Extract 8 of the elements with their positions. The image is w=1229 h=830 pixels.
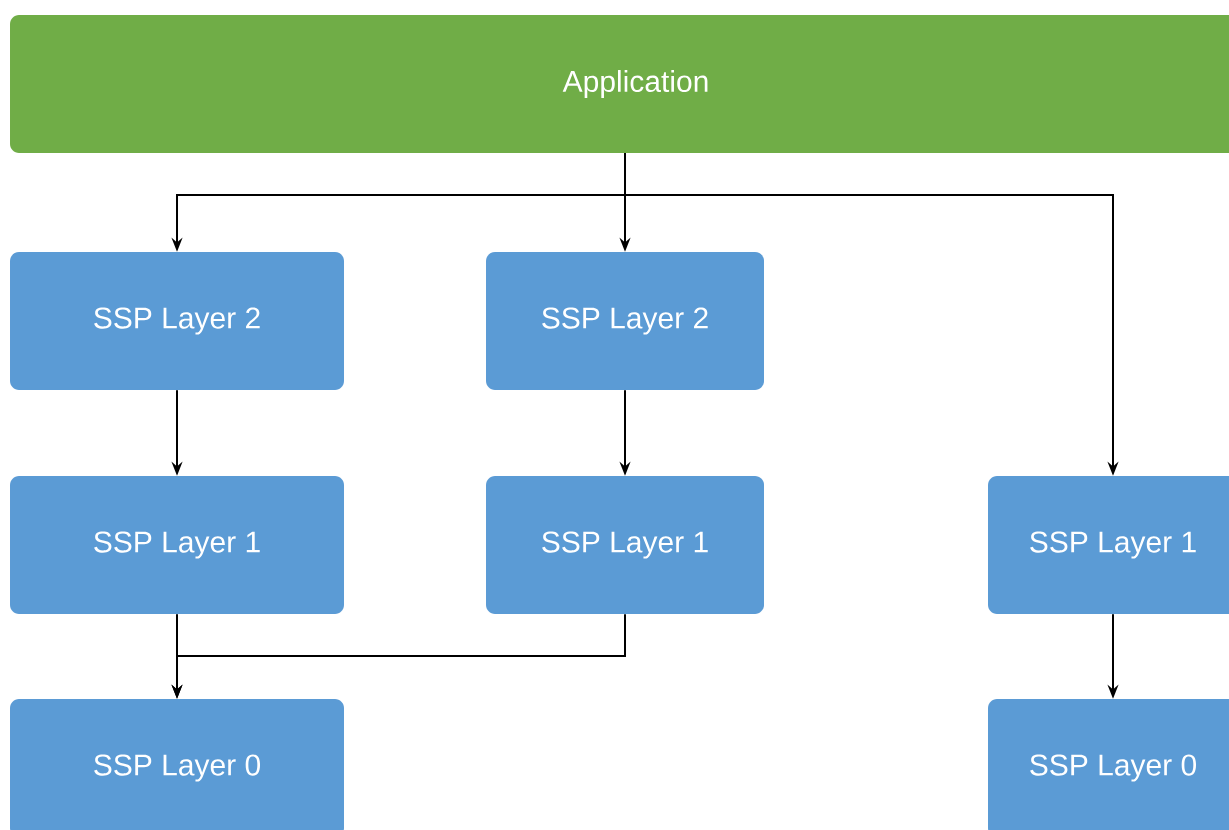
layer-box: SSP Layer 1 (10, 476, 344, 614)
layer-box: SSP Layer 0 (10, 699, 344, 830)
layer-box: SSP Layer 2 (10, 252, 344, 390)
layer-box: SSP Layer 1 (988, 476, 1229, 614)
layer-box: SSP Layer 1 (486, 476, 764, 614)
layer-box: SSP Layer 0 (988, 699, 1229, 830)
layer-box: SSP Layer 2 (486, 252, 764, 390)
application-box: Application (10, 15, 1229, 153)
